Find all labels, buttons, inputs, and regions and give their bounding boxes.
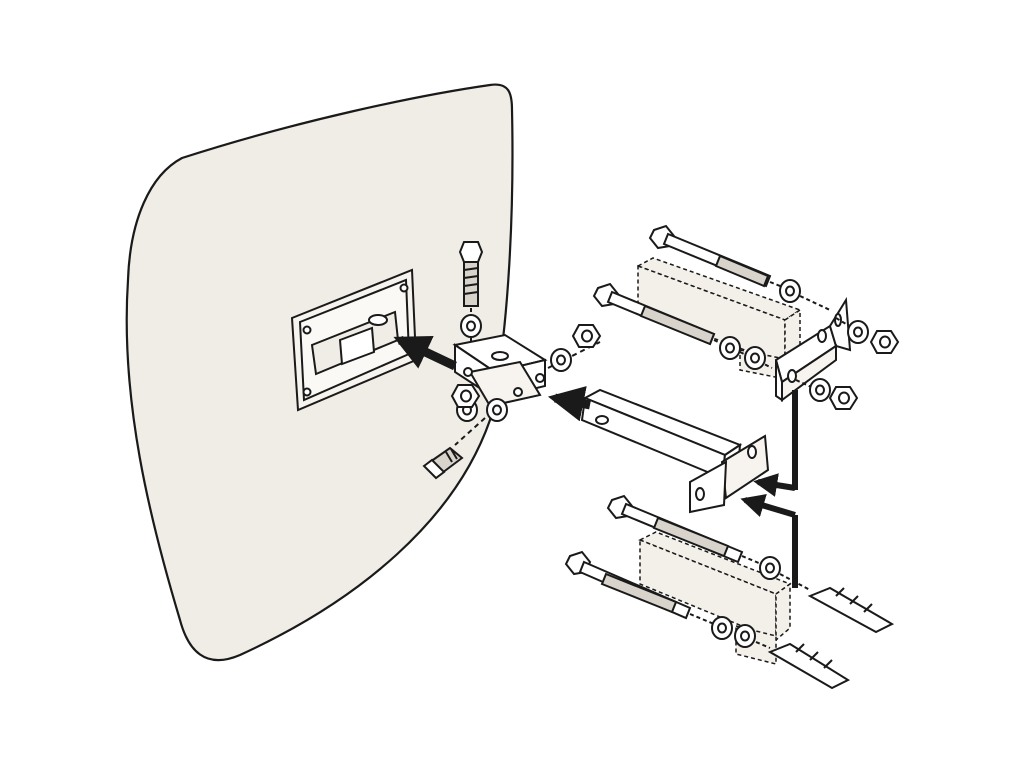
support-arm — [580, 388, 770, 514]
lower-bolt — [422, 417, 486, 480]
bracket-arrows — [740, 390, 798, 588]
long-bolt-upper — [648, 224, 791, 291]
anchor-screw-lower — [564, 550, 715, 625]
swivel-joint — [452, 333, 548, 408]
lower-wall-block — [638, 531, 792, 665]
wall-plug-lower — [767, 642, 851, 690]
wall-plug-upper — [807, 586, 895, 634]
vertical-bolt — [458, 241, 484, 318]
insert-arrow-plate — [393, 335, 457, 371]
insert-arrow-arm — [547, 385, 591, 422]
long-bolt-lower — [592, 282, 723, 346]
wall-bracket — [774, 296, 852, 402]
